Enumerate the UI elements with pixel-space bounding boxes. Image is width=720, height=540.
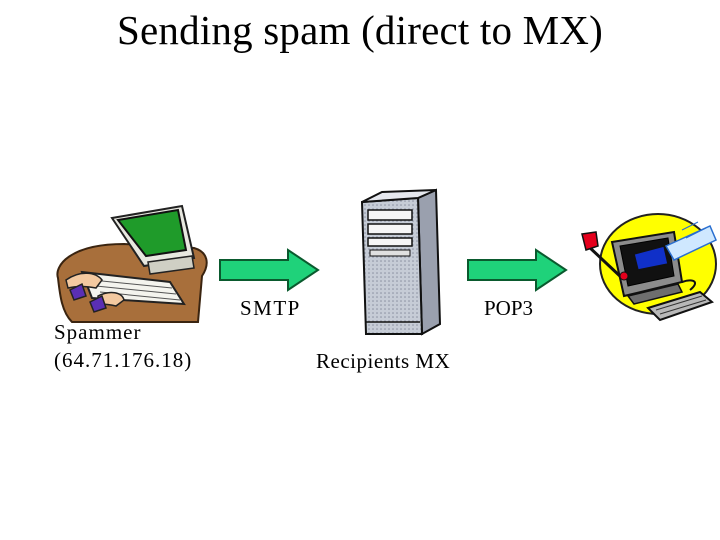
server-tower-icon <box>360 188 442 336</box>
mailbox-computer-icon <box>581 213 717 322</box>
smtp-arrow <box>219 248 320 292</box>
pop3-arrow <box>467 248 568 292</box>
spammer-ip-address: (64.71.176.18) <box>54 348 193 372</box>
pop3-label: POP3 <box>484 296 534 320</box>
spammer-label: Spammer <box>54 320 142 344</box>
slide-title: Sending spam (direct to MX) <box>117 7 603 53</box>
recipients-mx-label: Recipients MX <box>316 349 451 373</box>
smtp-label: SMTP <box>240 296 301 320</box>
computer-user-icon <box>56 204 208 323</box>
